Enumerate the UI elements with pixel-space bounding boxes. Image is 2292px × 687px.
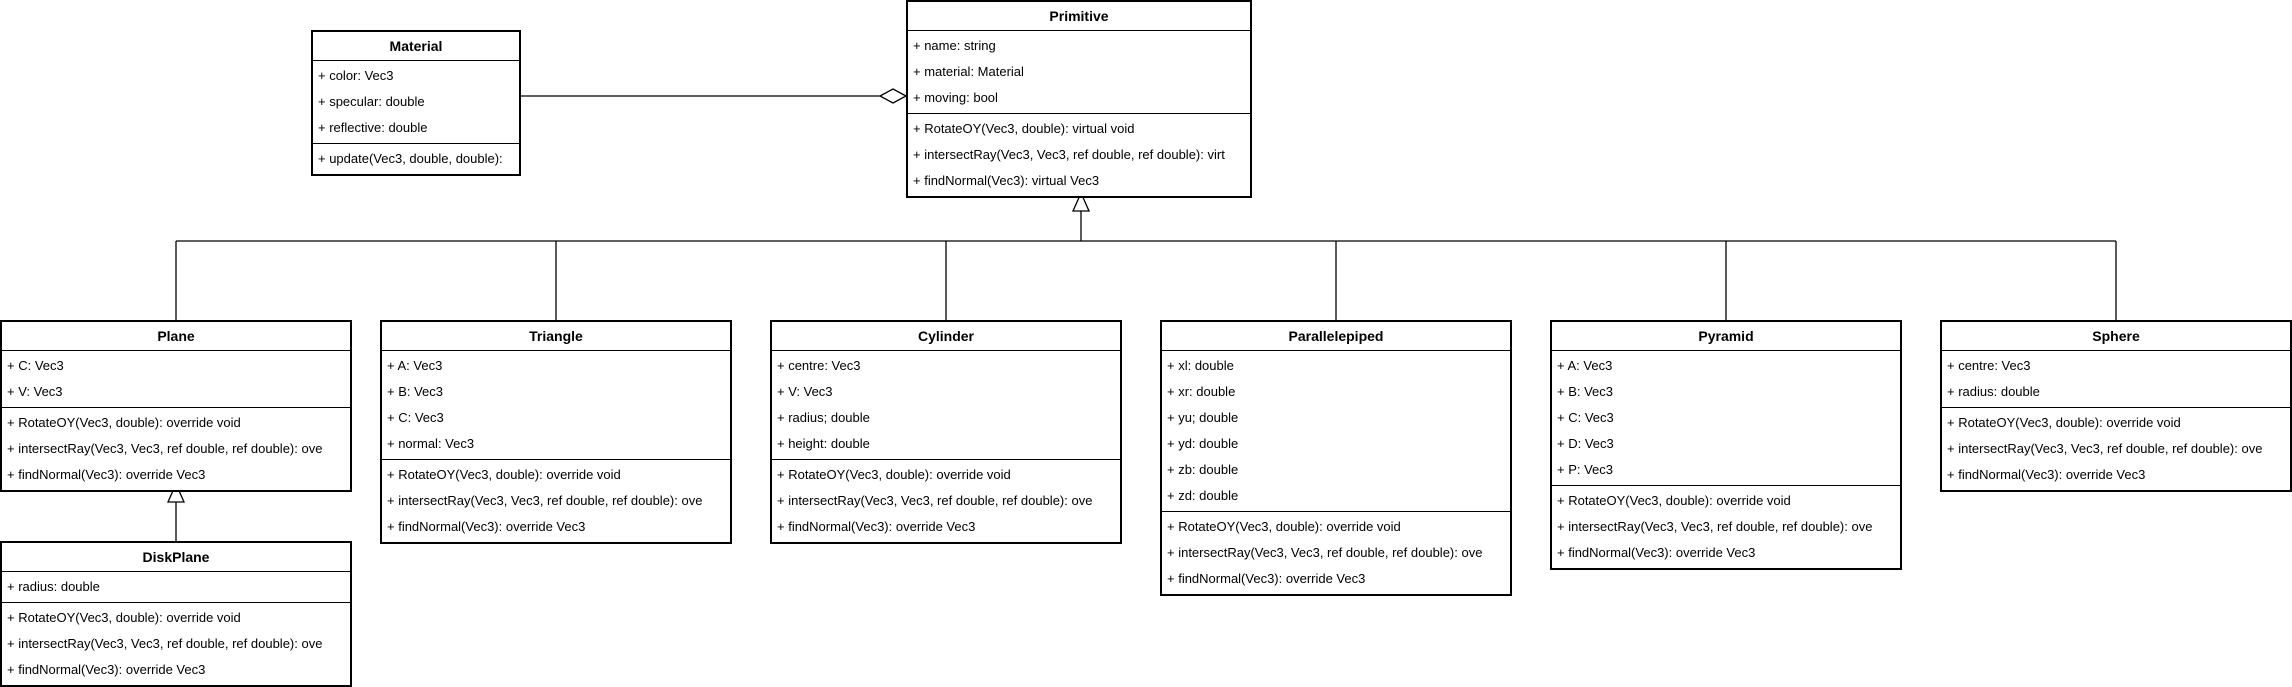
attribute-centre: + centre: Vec3	[1947, 358, 2031, 373]
method-intersectray: + intersectRay(Vec3, Vec3, ref double, r…	[7, 636, 323, 651]
method-update: + update(Vec3, double, double):	[318, 151, 503, 166]
methods-section: + RotateOY(Vec3, double): override void …	[772, 460, 1120, 542]
attributes-section: + centre: Vec3 + V: Vec3 + radius; doubl…	[772, 351, 1120, 460]
attribute-material: + material: Material	[913, 64, 1024, 79]
methods-section: + RotateOY(Vec3, double): override void …	[2, 408, 350, 490]
attribute-xl: + xl: double	[1167, 358, 1234, 373]
class-title: Sphere	[1942, 322, 2290, 351]
class-parallelepiped[interactable]: Parallelepiped + xl: double + xr: double…	[1160, 320, 1512, 596]
inheritance-arrowhead-plane	[166, 482, 186, 503]
method-rotateoy: + RotateOY(Vec3, double): override void	[7, 610, 241, 625]
method-intersectray: + intersectRay(Vec3, Vec3, ref double, r…	[1947, 441, 2263, 456]
method-rotateoy: + RotateOY(Vec3, double): virtual void	[913, 121, 1135, 136]
attributes-section: + color: Vec3 + specular: double + refle…	[313, 61, 519, 144]
inheritance-arrowhead-primitive	[1071, 191, 1091, 212]
attributes-section: + radius: double	[2, 572, 350, 603]
class-triangle[interactable]: Triangle + A: Vec3 + B: Vec3 + C: Vec3 +…	[380, 320, 732, 544]
method-rotateoy: + RotateOY(Vec3, double): override void	[1557, 493, 1791, 508]
attribute-c: + C: Vec3	[1557, 410, 1614, 425]
attribute-b: + B: Vec3	[387, 384, 444, 399]
class-title: Primitive	[908, 2, 1250, 31]
method-findnormal: + findNormal(Vec3): virtual Vec3	[913, 173, 1100, 188]
class-title: Triangle	[382, 322, 730, 351]
attribute-normal: + normal: Vec3	[387, 436, 475, 451]
class-title: Parallelepiped	[1162, 322, 1510, 351]
attribute-yd: + yd: double	[1167, 436, 1239, 451]
method-intersectray: + intersectRay(Vec3, Vec3, ref double, r…	[1167, 545, 1483, 560]
attribute-p: + P: Vec3	[1557, 462, 1614, 477]
aggregation-diamond-primitive	[878, 88, 908, 104]
class-diskplane[interactable]: DiskPlane + radius: double + RotateOY(Ve…	[0, 541, 352, 687]
attribute-moving: + moving: bool	[913, 90, 998, 105]
method-rotateoy: + RotateOY(Vec3, double): override void	[1167, 519, 1401, 534]
attribute-xr: + xr: double	[1167, 384, 1236, 399]
method-rotateoy: + RotateOY(Vec3, double): override void	[777, 467, 1011, 482]
attributes-section: + C: Vec3 + V: Vec3	[2, 351, 350, 408]
method-rotateoy: + RotateOY(Vec3, double): override void	[1947, 415, 2181, 430]
method-findnormal: + findNormal(Vec3): override Vec3	[777, 519, 976, 534]
method-intersectray: + intersectRay(Vec3, Vec3, ref double, r…	[387, 493, 703, 508]
methods-section: + RotateOY(Vec3, double): override void …	[1162, 512, 1510, 594]
attribute-v: + V: Vec3	[7, 384, 63, 399]
attribute-c: + C: Vec3	[387, 410, 444, 425]
class-title: Plane	[2, 322, 350, 351]
attributes-section: + name: string + material: Material + mo…	[908, 31, 1250, 114]
class-primitive[interactable]: Primitive + name: string + material: Mat…	[906, 0, 1252, 198]
method-intersectray: + intersectRay(Vec3, Vec3, ref double, r…	[913, 147, 1225, 162]
method-intersectray: + intersectRay(Vec3, Vec3, ref double, r…	[777, 493, 1093, 508]
class-title: Material	[313, 32, 519, 61]
methods-section: + update(Vec3, double, double):	[313, 144, 519, 174]
methods-section: + RotateOY(Vec3, double): override void …	[382, 460, 730, 542]
attribute-specular: + specular: double	[318, 94, 425, 109]
attribute-color: + color: Vec3	[318, 68, 394, 83]
attribute-v: + V: Vec3	[777, 384, 833, 399]
methods-section: + RotateOY(Vec3, double): override void …	[2, 603, 350, 685]
attribute-radius: + radius: double	[1947, 384, 2040, 399]
method-findnormal: + findNormal(Vec3): override Vec3	[1557, 545, 1756, 560]
attribute-zd: + zd: double	[1167, 488, 1239, 503]
methods-section: + RotateOY(Vec3, double): virtual void +…	[908, 114, 1250, 196]
class-title: DiskPlane	[2, 543, 350, 572]
attribute-c: + C: Vec3	[7, 358, 64, 373]
attribute-reflective: + reflective: double	[318, 120, 428, 135]
class-plane[interactable]: Plane + C: Vec3 + V: Vec3 + RotateOY(Vec…	[0, 320, 352, 492]
method-findnormal: + findNormal(Vec3): override Vec3	[387, 519, 586, 534]
attribute-name: + name: string	[913, 38, 996, 53]
method-intersectray: + intersectRay(Vec3, Vec3, ref double, r…	[1557, 519, 1873, 534]
attribute-yu: + yu; double	[1167, 410, 1239, 425]
class-sphere[interactable]: Sphere + centre: Vec3 + radius: double +…	[1940, 320, 2292, 492]
method-findnormal: + findNormal(Vec3): override Vec3	[7, 662, 206, 677]
methods-section: + RotateOY(Vec3, double): override void …	[1942, 408, 2290, 490]
class-title: Pyramid	[1552, 322, 1900, 351]
class-material[interactable]: Material + color: Vec3 + specular: doubl…	[311, 30, 521, 176]
attribute-a: + A: Vec3	[387, 358, 443, 373]
class-title: Cylinder	[772, 322, 1120, 351]
method-rotateoy: + RotateOY(Vec3, double): override void	[387, 467, 621, 482]
attributes-section: + A: Vec3 + B: Vec3 + C: Vec3 + normal: …	[382, 351, 730, 460]
attribute-d: + D: Vec3	[1557, 436, 1614, 451]
attribute-zb: + zb: double	[1167, 462, 1239, 477]
attribute-b: + B: Vec3	[1557, 384, 1614, 399]
attribute-radius: + radius; double	[777, 410, 870, 425]
class-cylinder[interactable]: Cylinder + centre: Vec3 + V: Vec3 + radi…	[770, 320, 1122, 544]
method-findnormal: + findNormal(Vec3): override Vec3	[7, 467, 206, 482]
method-findnormal: + findNormal(Vec3): override Vec3	[1947, 467, 2146, 482]
attribute-radius: + radius: double	[7, 579, 100, 594]
attributes-section: + A: Vec3 + B: Vec3 + C: Vec3 + D: Vec3 …	[1552, 351, 1900, 486]
attribute-a: + A: Vec3	[1557, 358, 1613, 373]
method-rotateoy: + RotateOY(Vec3, double): override void	[7, 415, 241, 430]
attributes-section: + xl: double + xr: double + yu; double +…	[1162, 351, 1510, 512]
attribute-height: + height: double	[777, 436, 870, 451]
attributes-section: + centre: Vec3 + radius: double	[1942, 351, 2290, 408]
method-findnormal: + findNormal(Vec3): override Vec3	[1167, 571, 1366, 586]
attribute-centre: + centre: Vec3	[777, 358, 861, 373]
class-pyramid[interactable]: Pyramid + A: Vec3 + B: Vec3 + C: Vec3 + …	[1550, 320, 1902, 570]
methods-section: + RotateOY(Vec3, double): override void …	[1552, 486, 1900, 568]
method-intersectray: + intersectRay(Vec3, Vec3, ref double, r…	[7, 441, 323, 456]
